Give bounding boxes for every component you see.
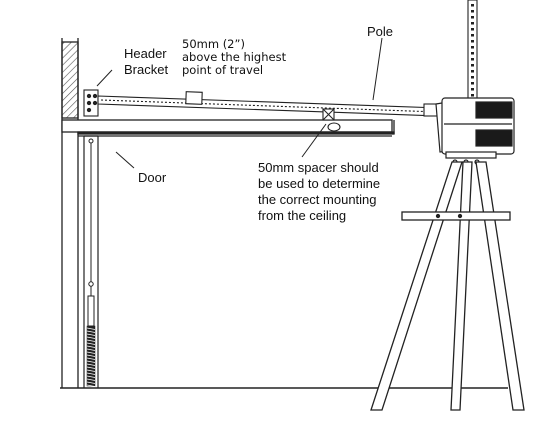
wall-hatch xyxy=(61,41,79,119)
trolley xyxy=(185,91,203,105)
spring-coil xyxy=(86,327,96,330)
spring-coil xyxy=(86,348,96,351)
spring-coil xyxy=(86,336,96,339)
support-stand xyxy=(370,161,525,411)
strap-hole xyxy=(471,64,474,67)
clearance-note-line1: 50mm (2”) xyxy=(182,37,245,51)
spring-coil xyxy=(86,342,96,345)
door-panel xyxy=(78,135,392,388)
door-header-beam xyxy=(61,119,395,135)
header-bracket xyxy=(83,89,99,117)
spacer-note-line1: 50mm spacer should xyxy=(258,160,379,175)
strap-hole xyxy=(471,4,474,7)
door-label: Door xyxy=(138,170,167,185)
spring-coil xyxy=(86,330,96,333)
strap-hole xyxy=(471,40,474,43)
clearance-note-line2: above the highest xyxy=(182,50,287,64)
leader-header-bracket xyxy=(96,69,113,87)
opener-motor-unit xyxy=(435,97,515,165)
spring-coil xyxy=(86,366,96,369)
pole-rail xyxy=(97,91,445,117)
spring-coil xyxy=(86,369,96,372)
strap-hole xyxy=(471,70,474,73)
strap-hole xyxy=(471,94,474,97)
spring-coil xyxy=(86,372,96,375)
motor-vent-bottom xyxy=(475,129,513,147)
strap-hole xyxy=(471,34,474,37)
leader-door xyxy=(115,151,135,169)
spacer-block xyxy=(322,108,341,132)
strap-hole xyxy=(471,28,474,31)
strap-hole xyxy=(471,88,474,91)
spacer-note-line4: from the ceiling xyxy=(258,208,346,223)
spring-coil xyxy=(86,357,96,360)
strap-hole xyxy=(471,76,474,79)
strap-hole xyxy=(471,10,474,13)
spring-coil xyxy=(86,363,96,366)
spring-coil xyxy=(86,378,96,381)
leader-lines xyxy=(96,37,383,169)
ceiling-support-strap xyxy=(467,0,478,101)
spring-coil xyxy=(86,360,96,363)
spring-coil xyxy=(86,354,96,357)
spring-coil xyxy=(86,375,96,378)
spring-coil xyxy=(86,333,96,336)
leader-pole xyxy=(372,37,383,101)
spacer-note-line3: the correct mounting xyxy=(258,192,377,207)
spring-coil xyxy=(86,381,96,384)
strap-hole xyxy=(471,46,474,49)
strap-hole xyxy=(471,82,474,85)
pole-label: Pole xyxy=(367,24,393,39)
wall xyxy=(61,38,79,388)
header-bracket-label-line2: Bracket xyxy=(124,62,168,77)
header-bracket-label-line1: Header xyxy=(124,46,167,61)
strap-hole xyxy=(471,22,474,25)
strap-hole xyxy=(471,52,474,55)
spacer-note-line2: be used to determine xyxy=(258,176,380,191)
motor-vent-top xyxy=(475,101,513,119)
spring-coil xyxy=(86,384,96,387)
motor-mount-plate xyxy=(445,151,497,159)
clearance-note-line3: point of travel xyxy=(182,63,263,77)
spring-coil xyxy=(86,351,96,354)
counterbalance-spring xyxy=(86,138,96,387)
spring-coil xyxy=(86,339,96,342)
strap-hole xyxy=(471,58,474,61)
spring-coil xyxy=(86,345,96,348)
strap-hole xyxy=(471,16,474,19)
leader-spacer xyxy=(301,123,327,158)
